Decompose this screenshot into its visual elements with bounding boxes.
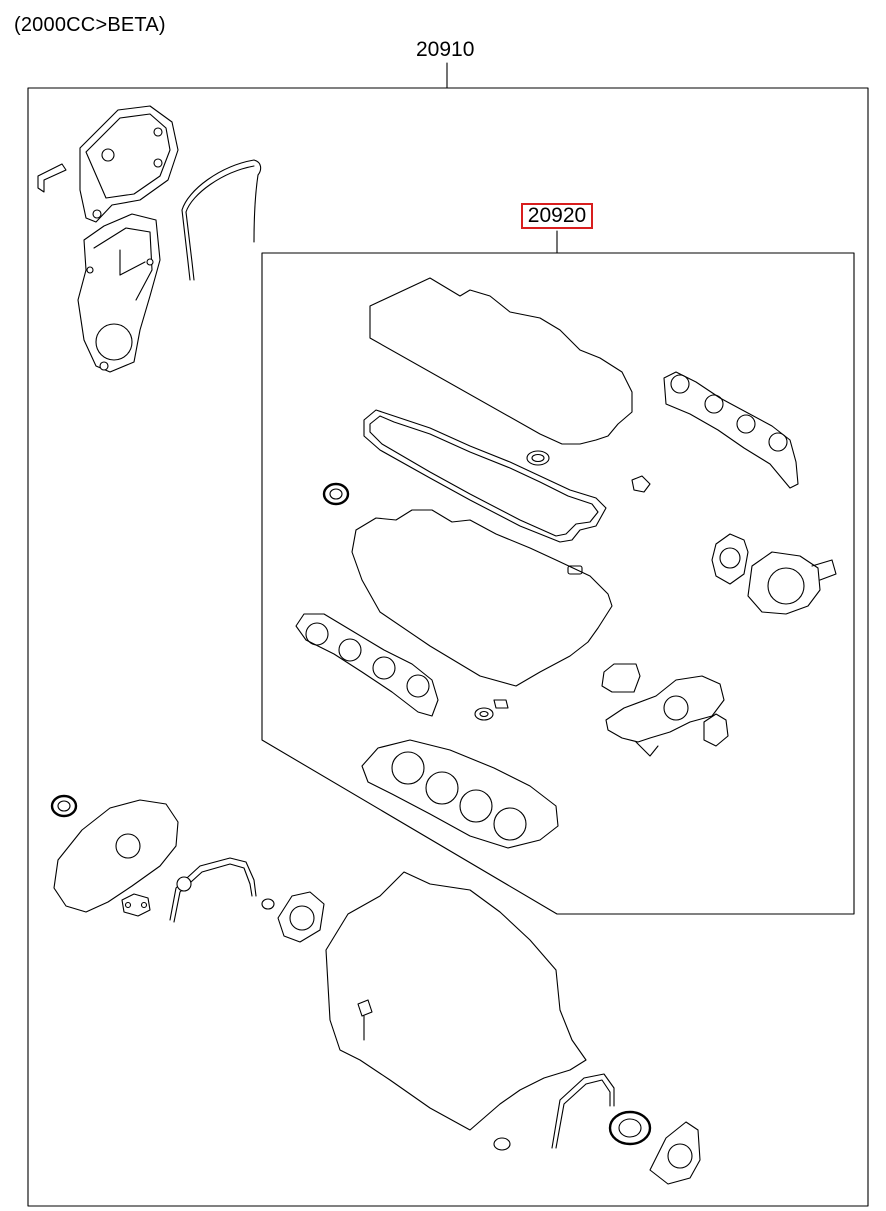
- timing-cover-lower-part: [77, 213, 161, 373]
- inner-kit-frame: [261, 230, 855, 915]
- part-number-20920-highlighted[interactable]: 20920: [521, 203, 593, 229]
- front-oil-seal: [50, 794, 78, 818]
- timing-cover-upper-part: [79, 105, 179, 223]
- small-clip-part: [37, 163, 67, 193]
- intake-manifold-gasket: [663, 371, 799, 489]
- crankshaft-seal-small: [493, 1137, 511, 1151]
- rear-oil-seal-gasket-strip: [551, 1073, 615, 1149]
- oil-pump-cover: [53, 799, 179, 913]
- engine-variant-caption: (2000CC>BETA): [14, 14, 166, 36]
- throttle-body-gasket: [711, 533, 749, 585]
- cylinder-head-gasket: [361, 739, 559, 849]
- valve-cover-outline: [369, 277, 633, 445]
- spark-plug-seal: [526, 450, 550, 466]
- oil-seal-left: [322, 482, 350, 506]
- thermostat-housing-gasket: [601, 663, 641, 693]
- water-outlet-fitting: [605, 675, 725, 757]
- throttle-body-part: [747, 551, 837, 615]
- timing-cover-seal-strip: [181, 159, 262, 281]
- o-ring-small: [261, 898, 275, 910]
- water-pump-gasket-small: [703, 713, 729, 747]
- small-gasket-pair: [474, 699, 509, 721]
- small-flange-gasket: [121, 893, 151, 917]
- water-pump-gasket: [277, 891, 325, 943]
- rear-seal-retainer: [649, 1121, 701, 1185]
- exhaust-manifold-gasket: [295, 613, 439, 717]
- cylinder-head-outline: [351, 509, 613, 687]
- oil-pan-gasket-strip: [169, 857, 257, 923]
- outer-kit-frame: [27, 62, 869, 1207]
- valve-cover-gasket: [363, 409, 607, 543]
- small-cap-part: [567, 565, 583, 575]
- cylinder-block-outline: [325, 871, 587, 1131]
- part-number-20910[interactable]: 20910: [416, 38, 475, 61]
- rear-oil-seal: [608, 1110, 652, 1146]
- small-seal-right: [631, 475, 651, 493]
